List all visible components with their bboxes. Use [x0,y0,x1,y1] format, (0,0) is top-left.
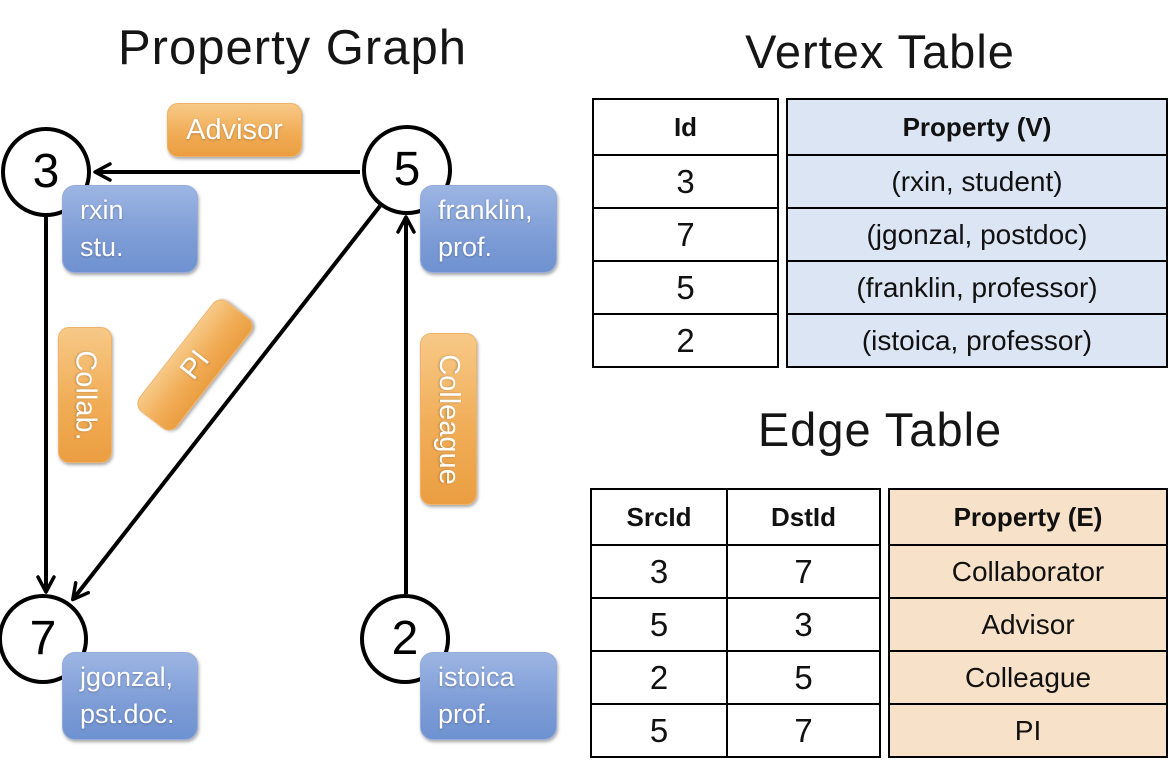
edge-property-cell: Collaborator [890,544,1166,597]
vertex-property-badge-5: franklin, prof. [420,185,557,273]
edge-dstid-cell: 7 [728,703,879,756]
node-id-5: 5 [393,143,421,196]
edge-table-id-columns: SrcId 3 5 2 5 DstId 7 3 5 7 [590,488,881,758]
edge-label-text: Colleague [433,353,466,485]
badge-line: pst.doc. [80,699,175,729]
edge-srcid-cell: 3 [592,544,726,597]
badge-line: jgonzal, [80,662,174,692]
edge-property-cell: Colleague [890,650,1166,703]
vertex-table-property-column: Property (V) (rxin, student) (jgonzal, p… [786,98,1168,368]
vertex-property-cell: (franklin, professor) [788,260,1166,313]
badge-line: stu. [80,232,124,262]
edge-label-text: PI [173,344,216,386]
badge-line: istoica [438,662,515,692]
vertex-table-id-column: Id 3 7 5 2 [592,98,779,368]
node-id-2: 2 [391,612,419,665]
vertex-table-title: Vertex Table [745,25,1015,78]
badge-line: prof. [438,232,493,262]
badge-line: rxin [80,195,124,225]
edge-srcid-header: SrcId [626,501,692,532]
vertex-property-badge-7: jgonzal, pst.doc. [62,652,198,740]
edge-srcid-cell: 2 [592,650,726,703]
edge-table-property-column: Property (E) Collaborator Advisor Collea… [888,488,1168,758]
edge-label-text: Collab. [69,349,102,441]
edge-label-collab: Collab. [58,327,112,463]
graph-canvas [0,125,452,684]
vertex-property-cell: (rxin, student) [788,154,1166,207]
vertex-property-cell: (jgonzal, postdoc) [788,207,1166,260]
edge-property-header: Property (E) [890,490,1166,544]
edge-dstid-cell: 5 [728,650,879,703]
node-id-3: 3 [32,145,60,198]
vertex-id-cell: 5 [594,260,777,313]
edge-dstid-column: DstId 7 3 5 7 [726,490,879,756]
edge-dstid-cell: 3 [728,597,879,650]
vertex-property-header: Property (V) [788,100,1166,154]
vertex-id-cell: 2 [594,313,777,366]
edge-table-title: Edge Table [757,403,1003,456]
badge-line: franklin, [438,195,533,225]
node-id-7: 7 [29,612,57,665]
edge-dstid-header: DstId [771,501,836,532]
edge-5-to-7 [71,204,382,602]
vertex-property-badge-2: istoica prof. [420,652,557,740]
vertex-id-header: Id [673,111,698,142]
property-graph-title: Property Graph [118,21,467,75]
vertex-id-cell: 7 [594,207,777,260]
edge-srcid-column: SrcId 3 5 2 5 [592,490,726,756]
vertex-property-badge-3: rxin stu. [62,185,198,273]
edge-property-cell: PI [890,703,1166,756]
edge-label-advisor: Advisor [167,103,302,157]
vertex-property-cell: (istoica, professor) [788,313,1166,366]
badge-line: prof. [438,699,493,729]
edge-label-text: Advisor [186,113,283,146]
edge-dstid-cell: 7 [728,544,879,597]
edge-label-colleague: Colleague [420,333,477,505]
edge-property-cell: Advisor [890,597,1166,650]
edge-srcid-cell: 5 [592,597,726,650]
vertex-id-cell: 3 [594,154,777,207]
edge-srcid-cell: 5 [592,703,726,756]
